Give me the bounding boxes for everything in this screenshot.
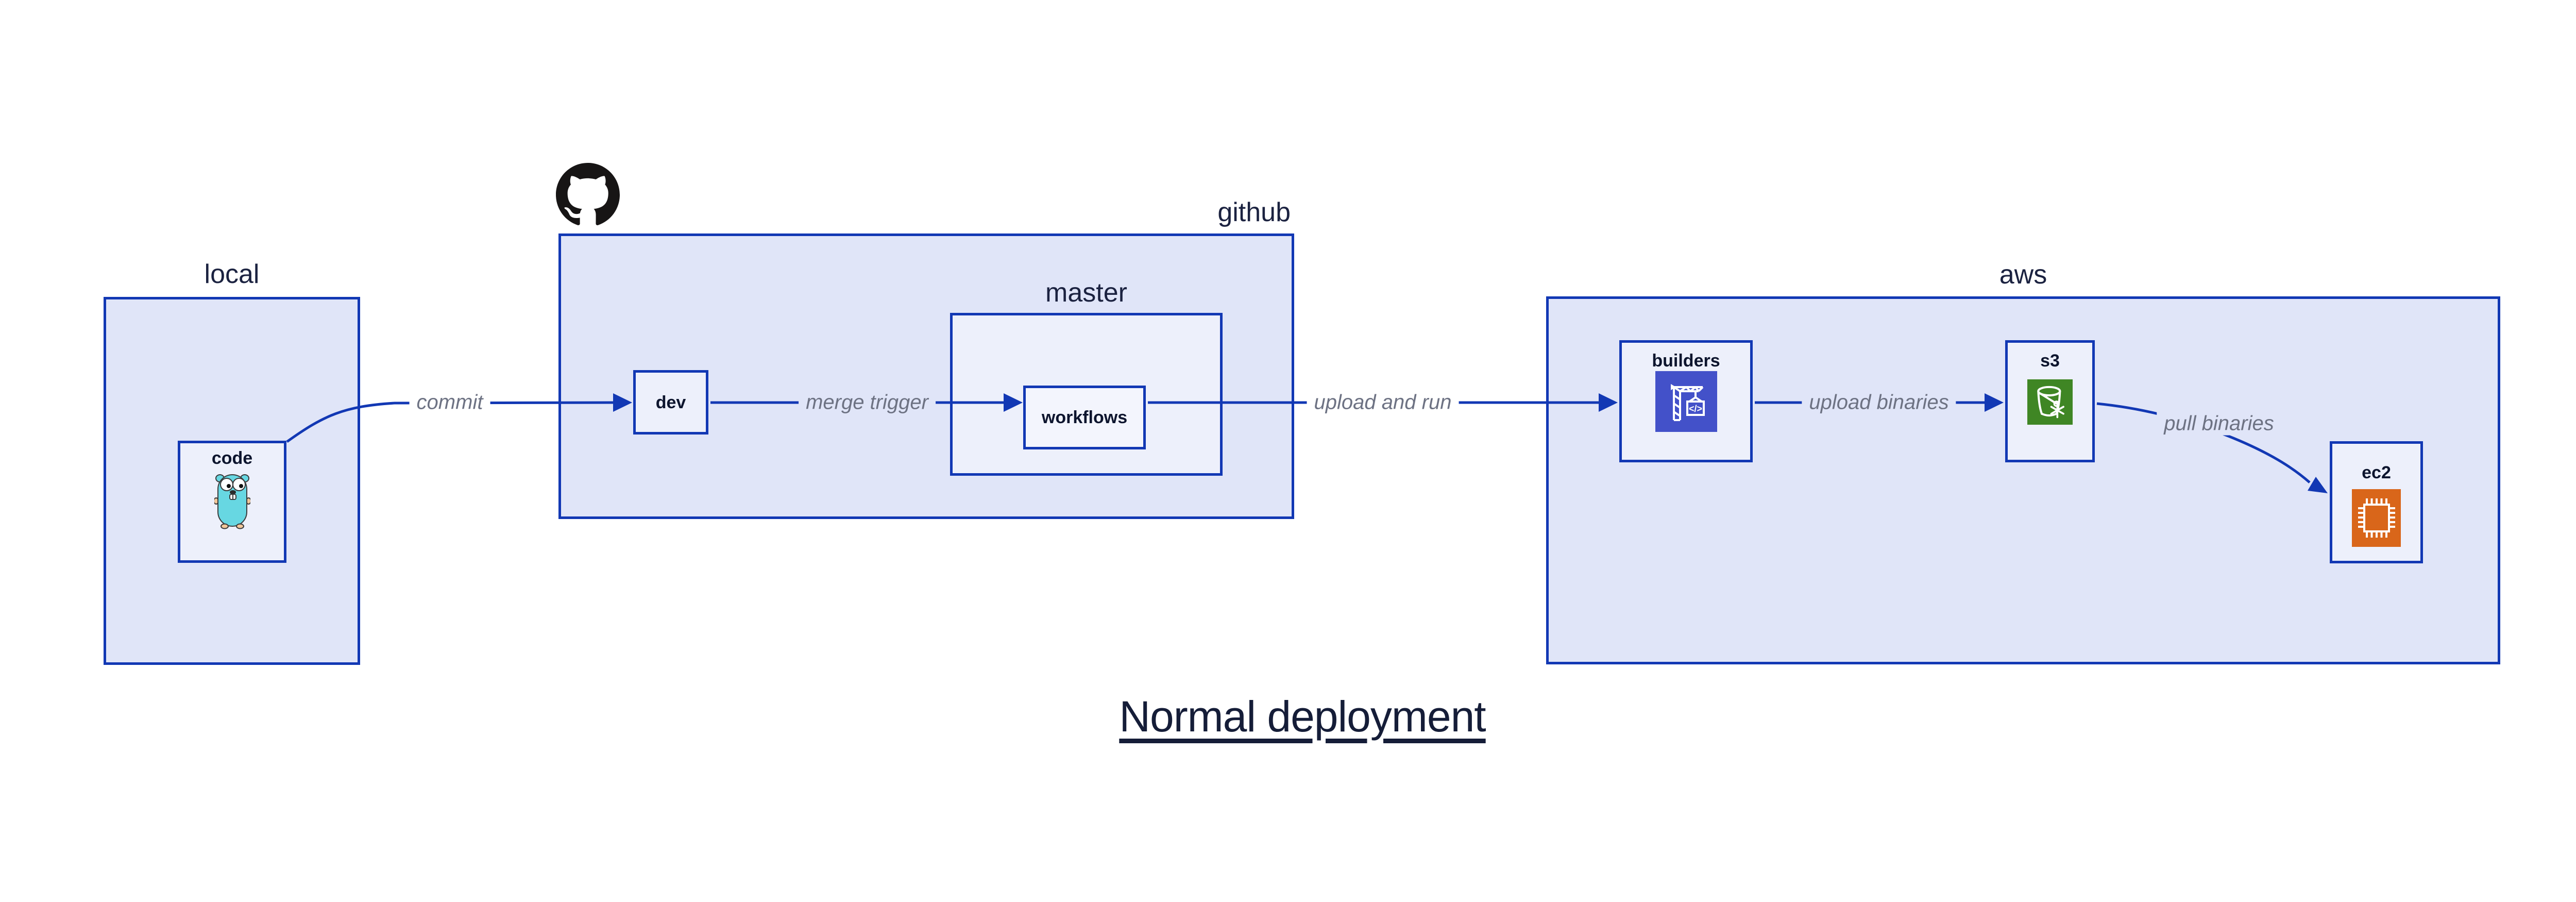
- edge-label-commit: commit: [409, 391, 490, 414]
- diagram-title: Normal deployment: [1119, 692, 1486, 741]
- codebuild-crane-icon: </>: [1655, 371, 1717, 432]
- arrowhead-workflows: [1004, 393, 1023, 412]
- go-gopher-icon: [214, 474, 250, 529]
- dev-node-label: dev: [655, 392, 686, 412]
- node-builders: builders </>: [1619, 340, 1753, 462]
- arrowhead-dev: [613, 393, 632, 412]
- edge-label-upload-and-run: upload and run: [1307, 391, 1459, 414]
- arrowhead-ec2: [2308, 477, 2328, 493]
- aws-label: aws: [1999, 260, 2047, 290]
- github-label: github: [1217, 197, 1291, 227]
- edge-label-merge-trigger: merge trigger: [799, 391, 936, 414]
- edge-label-pull-binaries: pull binaries: [2157, 412, 2281, 436]
- github-logo-icon: [556, 163, 620, 225]
- node-workflows: workflows: [1023, 386, 1146, 449]
- s3-bucket-icon: [2027, 379, 2073, 425]
- node-ec2: ec2: [2330, 441, 2423, 563]
- edge-pull-binaries-line: [2096, 402, 2311, 483]
- arrowhead-s3: [1985, 393, 2004, 412]
- ec2-node-label: ec2: [2362, 463, 2391, 482]
- arrowhead-builders: [1599, 393, 1618, 412]
- edge-label-upload-binaries: upload binaries: [1802, 391, 1956, 414]
- local-label: local: [204, 259, 260, 289]
- svg-text:</>: </>: [1688, 404, 1702, 414]
- workflows-node-label: workflows: [1041, 408, 1128, 427]
- node-dev: dev: [633, 370, 708, 435]
- s3-node-label: s3: [2040, 351, 2060, 371]
- node-s3: s3: [2005, 340, 2095, 462]
- node-code: code: [178, 441, 286, 563]
- builders-node-label: builders: [1652, 351, 1720, 371]
- master-label: master: [1045, 278, 1127, 308]
- edge-commit-line: [286, 401, 614, 443]
- ec2-chip-icon: [2352, 489, 2401, 547]
- code-node-label: code: [211, 448, 253, 468]
